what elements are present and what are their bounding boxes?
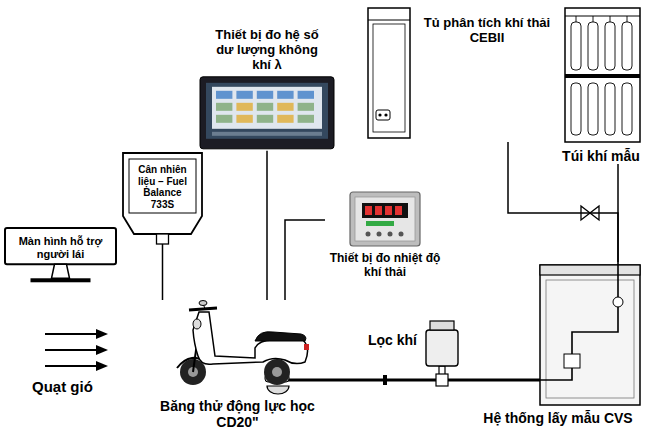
air-filter: Lọc khí xyxy=(365,318,468,386)
node-label: Tủ phân tích khí thải CEBII xyxy=(418,16,556,46)
node-label: Băng thử động lực học CD20" xyxy=(155,398,320,430)
lambda-meter: Thiết bị đo hệ số dư lượng không khí λ xyxy=(196,28,338,151)
temperature-meter: Thiết bị đo nhiệt độ khí thải xyxy=(325,190,445,280)
node-label: Lọc khí xyxy=(367,332,418,348)
node-label: Túi khí mẫu xyxy=(558,148,644,164)
node-label: Thiết bị đo nhiệt độ khí thải xyxy=(325,252,445,280)
node-illustration xyxy=(472,262,644,426)
connector-line xyxy=(285,220,325,300)
node-illustration xyxy=(365,318,468,386)
node-label: Hệ thống lấy mẫu CVS xyxy=(472,410,644,426)
node-label: Màn hình hỗ trợ người lái xyxy=(11,235,110,260)
node-label: Thiết bị đo hệ số dư lượng không khí λ xyxy=(212,28,322,73)
fan-arrows xyxy=(45,329,108,371)
cvs-sampler: Hệ thống lấy mẫu CVS xyxy=(472,262,644,426)
node-illustration xyxy=(558,6,644,164)
fuel-balance: Cân nhiên liệu – Fuel Balance 733S xyxy=(120,150,205,244)
connector-line xyxy=(162,244,164,300)
sample-bag-cabinet: Túi khí mẫu xyxy=(558,6,644,164)
chassis-dynamometer: Băng thử động lực học CD20" xyxy=(155,300,320,430)
connector-line xyxy=(617,164,619,262)
connector-line xyxy=(266,151,268,300)
gas-analyzer-cabinet: Tủ phân tích khí thải CEBII xyxy=(366,6,556,142)
fan-label: Quạt gió xyxy=(32,378,93,395)
node-label: Cân nhiên liệu – Fuel Balance 733S xyxy=(134,164,191,210)
driver-monitor: Màn hình hỗ trợ người lái xyxy=(3,226,118,286)
exhaust-pipe xyxy=(320,379,365,382)
exhaust-pipe xyxy=(468,379,472,382)
